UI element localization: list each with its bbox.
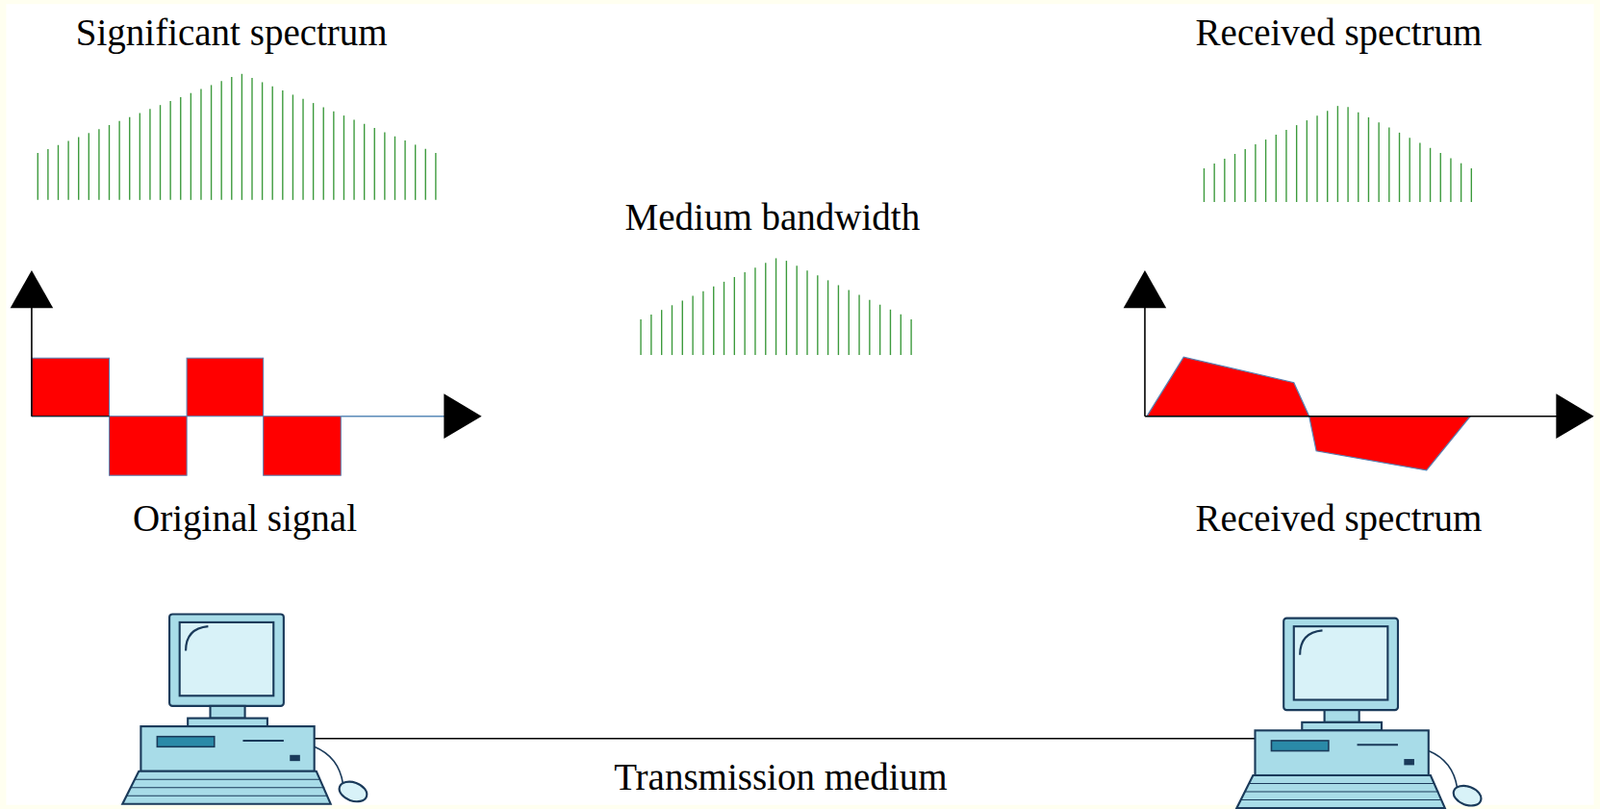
received-signal-plot bbox=[1123, 270, 1595, 471]
label: Received spectrum bbox=[1195, 498, 1483, 540]
original-signal-plot bbox=[10, 270, 483, 476]
label: Transmission medium bbox=[613, 757, 947, 799]
spectrum-lines bbox=[37, 74, 1472, 356]
label: Significant spectrum bbox=[76, 12, 388, 54]
label: Medium bandwidth bbox=[625, 197, 921, 239]
label: Received spectrum bbox=[1195, 12, 1483, 54]
transmission-line bbox=[305, 737, 1261, 740]
label: Original signal bbox=[132, 498, 357, 540]
